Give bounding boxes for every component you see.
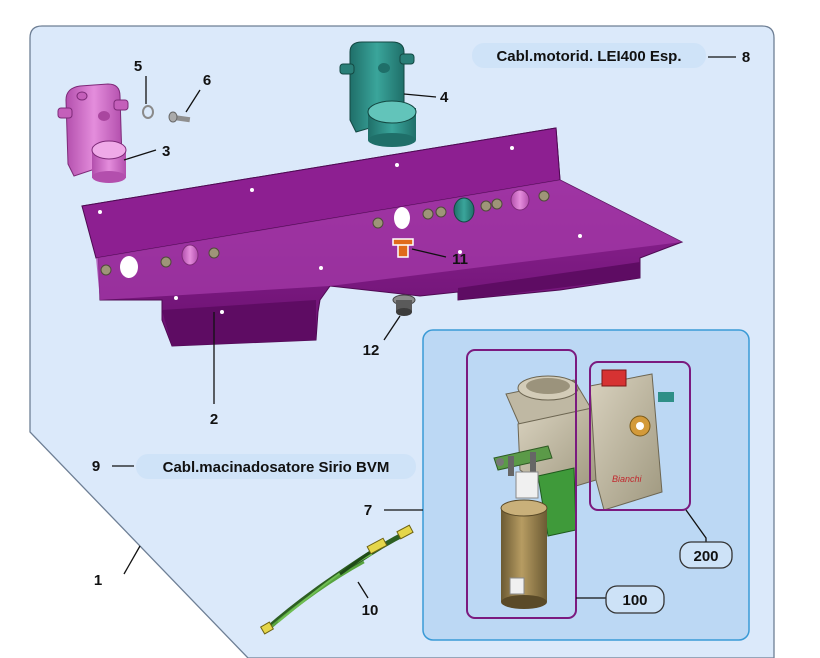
grommet bbox=[392, 294, 416, 316]
callout-100: 100 bbox=[622, 592, 647, 609]
callout-1: 1 bbox=[94, 572, 102, 589]
callout-12: 12 bbox=[363, 342, 380, 359]
label-motor-cable: Cabl.motorid. LEI400 Esp. bbox=[472, 43, 706, 68]
brand-logo: Bianchi bbox=[612, 474, 643, 484]
subassembly-100-frame bbox=[466, 349, 577, 619]
callout-4: 4 bbox=[440, 89, 449, 106]
subassembly-200-frame bbox=[589, 361, 691, 511]
callout-7: 7 bbox=[364, 502, 372, 519]
callout-10: 10 bbox=[362, 602, 379, 619]
pin bbox=[392, 238, 414, 258]
grinder-cable-label: Cabl.macinadosatore Sirio BVM bbox=[163, 459, 390, 476]
washer-icon bbox=[142, 105, 154, 119]
callout-6: 6 bbox=[203, 72, 211, 89]
callout-100-box: 100 bbox=[605, 585, 665, 614]
leader-lines bbox=[112, 56, 736, 599]
callout-numbers: 1 2 3 4 5 6 7 8 9 10 11 12 bbox=[92, 49, 750, 619]
pin-icon bbox=[392, 238, 414, 258]
callout-3: 3 bbox=[162, 143, 170, 160]
callout-200: 200 bbox=[693, 548, 718, 565]
callout-200-box: 200 bbox=[679, 541, 733, 569]
screw-icon bbox=[168, 111, 191, 123]
callout-5: 5 bbox=[134, 58, 142, 75]
callout-2: 2 bbox=[210, 411, 218, 428]
cable-harness-icon bbox=[259, 524, 414, 635]
geared-motor-icon bbox=[339, 41, 417, 147]
label-grinder-cable: Cabl.macinadosatore Sirio BVM bbox=[136, 454, 416, 479]
washer bbox=[142, 105, 154, 119]
motor-teal bbox=[339, 41, 417, 147]
geared-motor-icon bbox=[57, 83, 129, 183]
callout-8: 8 bbox=[742, 49, 750, 66]
motor-cable-label: Cabl.motorid. LEI400 Esp. bbox=[496, 48, 681, 65]
cable-harness bbox=[259, 524, 414, 635]
callout-9: 9 bbox=[92, 458, 100, 475]
bracket-frame bbox=[81, 127, 684, 347]
callout-11: 11 bbox=[452, 251, 468, 268]
detail-panel bbox=[422, 329, 750, 641]
grinder-detail-box: Bianchi bbox=[422, 329, 750, 641]
screw bbox=[168, 111, 191, 123]
grommet-icon bbox=[392, 294, 416, 316]
motor-pink bbox=[57, 83, 129, 183]
